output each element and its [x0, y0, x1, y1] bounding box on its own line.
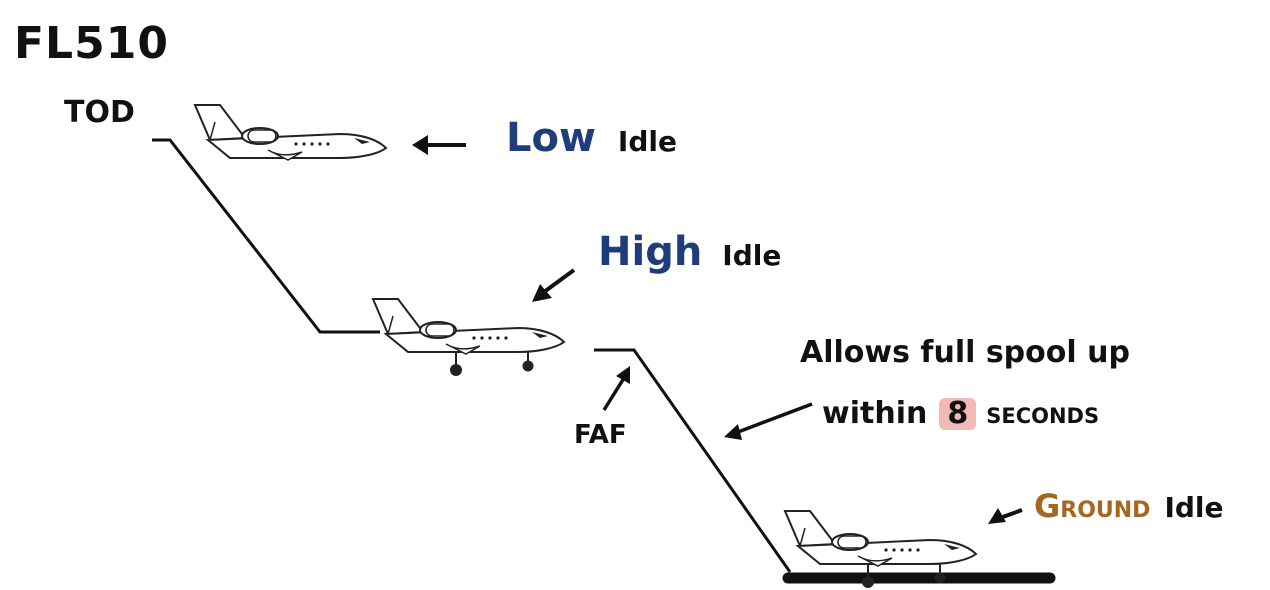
high-idle-label: High Idle [598, 232, 781, 272]
low-idle-label: Low Idle [506, 118, 677, 158]
descent-path-final [594, 348, 792, 573]
spool-note-line1: Allows full spool up [800, 335, 1130, 370]
airplane-icon [194, 104, 387, 161]
low-word: Low [506, 115, 596, 161]
descent-path [152, 138, 380, 334]
arrow-icon [412, 135, 466, 155]
idle-word: Idle [722, 239, 782, 272]
airplane-icon [372, 298, 565, 377]
seconds-highlight-badge: 8 [939, 398, 977, 430]
idle-word: Idle [1164, 491, 1224, 524]
faf-label: FAF [574, 420, 627, 450]
flight-level-label: FL510 [14, 18, 169, 69]
high-word: High [598, 229, 703, 275]
ground-idle-label: Ground Idle [1034, 490, 1224, 522]
idle-word: Idle [617, 125, 677, 158]
tod-label: TOD [64, 95, 135, 130]
spool-note-line2: within 8 seconds [822, 398, 1099, 430]
ground-word: Ground [1034, 487, 1151, 525]
seconds-word: seconds [986, 396, 1100, 431]
arrow-icon [532, 268, 576, 302]
arrow-icon [602, 366, 630, 411]
arrow-icon [724, 402, 813, 440]
arrow-icon [988, 508, 1023, 524]
within-word: within [822, 396, 928, 431]
